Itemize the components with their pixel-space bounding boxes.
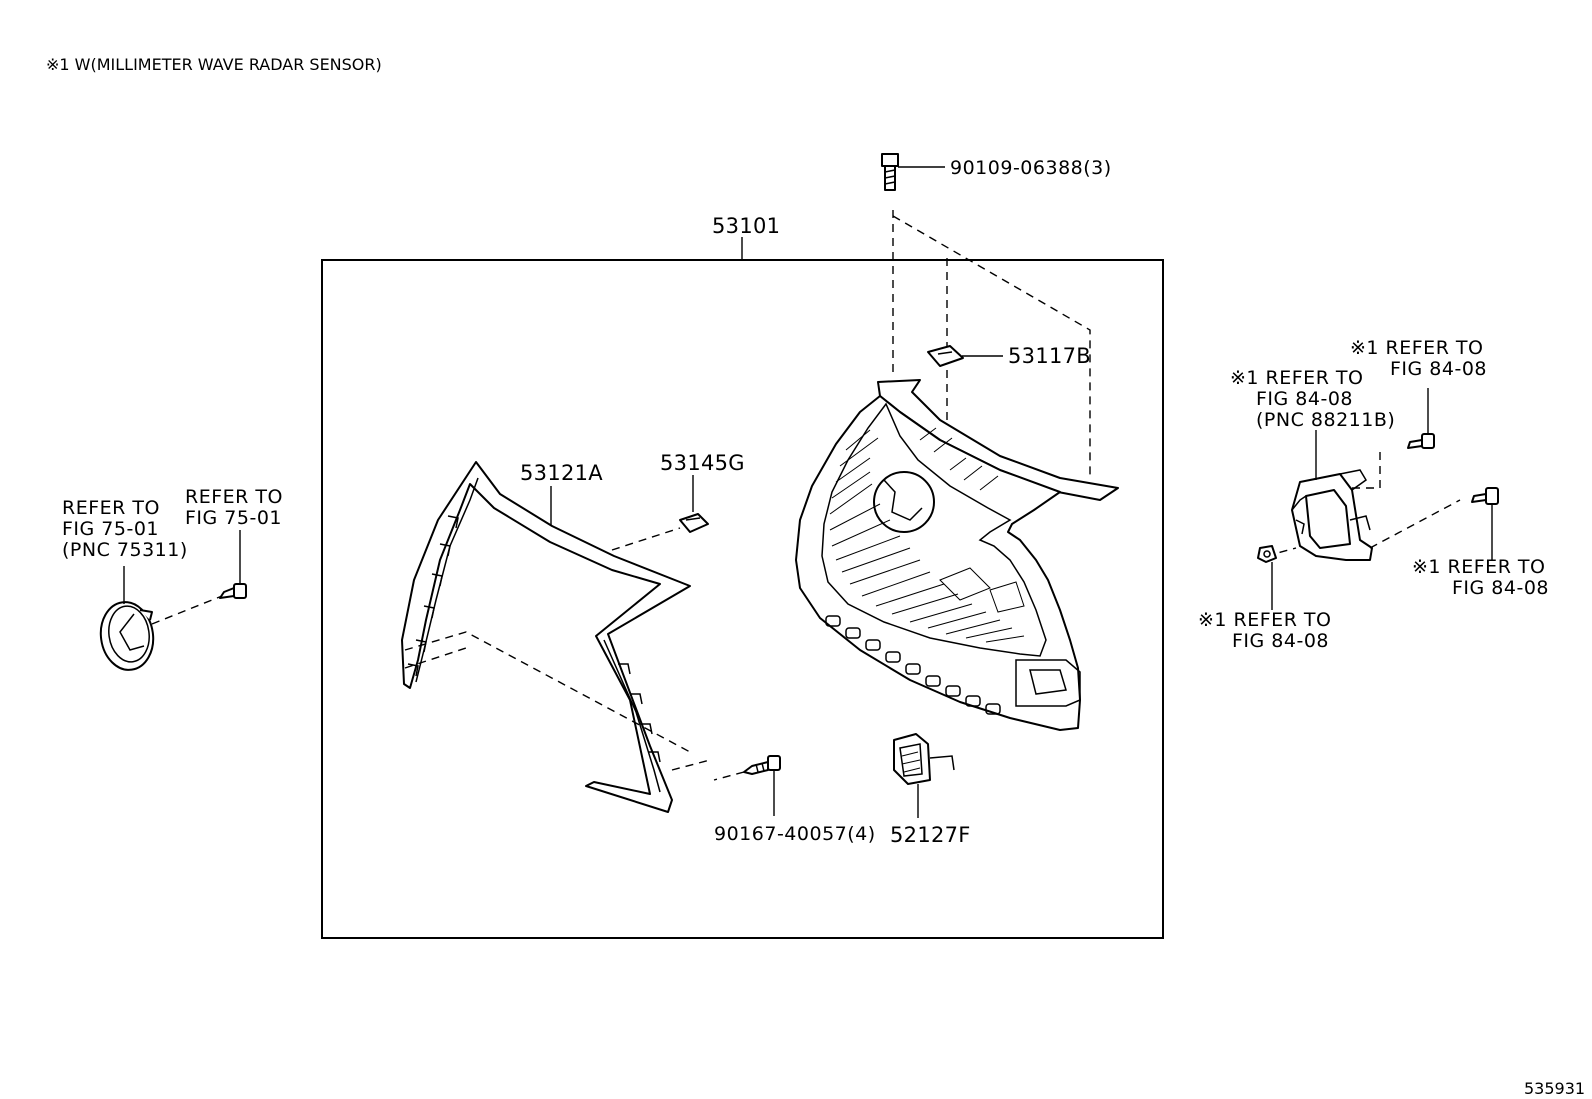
ref-radar-bolt-top-line1[interactable]: ※1 REFER TO	[1350, 337, 1484, 359]
part-label-53145g[interactable]: 53145G	[660, 451, 745, 475]
part-label-53121a[interactable]: 53121A	[520, 461, 603, 485]
ref-radar-nut-left-line2[interactable]: FIG 84-08	[1232, 630, 1329, 652]
ref-emblem-screw-line2[interactable]: FIG 75-01	[185, 507, 282, 529]
grille-frame-53121a-icon[interactable]	[401, 461, 691, 813]
emblem-icon[interactable]	[97, 599, 158, 674]
ref-radar-bolt-right-line2[interactable]: FIG 84-08	[1452, 577, 1549, 599]
grille-body-icon[interactable]	[795, 379, 1119, 731]
ref-radar-bolt-top-line2[interactable]: FIG 84-08	[1390, 358, 1487, 380]
radar-bolt-top-icon[interactable]	[1407, 433, 1435, 449]
ref-radar-sensor-line3[interactable]: (PNC 88211B)	[1256, 409, 1395, 431]
figure-number: 535931	[1524, 1079, 1585, 1098]
ref-radar-sensor-line1[interactable]: ※1 REFER TO	[1230, 367, 1364, 389]
ref-radar-bolt-right-line1[interactable]: ※1 REFER TO	[1412, 556, 1546, 578]
radar-sensor-note: ※1 W(MILLIMETER WAVE RADAR SENSOR)	[46, 55, 382, 74]
part-label-53117b[interactable]: 53117B	[1008, 344, 1091, 368]
ref-emblem-line3[interactable]: (PNC 75311)	[62, 539, 188, 561]
ref-emblem-line2[interactable]: FIG 75-01	[62, 518, 159, 540]
screw-bottom-icon[interactable]	[743, 755, 781, 775]
ref-radar-nut-left-line1[interactable]: ※1 REFER TO	[1198, 609, 1332, 631]
part-label-90167-40057[interactable]: 90167-40057(4)	[714, 823, 876, 845]
ref-radar-sensor-line2[interactable]: FIG 84-08	[1256, 388, 1353, 410]
ref-emblem-screw-line1[interactable]: REFER TO	[185, 486, 283, 508]
radar-bolt-right-icon[interactable]	[1471, 487, 1499, 505]
emblem-screw-icon[interactable]	[219, 583, 247, 599]
clip-53145g-icon[interactable]	[679, 513, 709, 533]
radar-nut-left-icon[interactable]	[1257, 545, 1277, 563]
part-label-52127f[interactable]: 52127F	[890, 823, 971, 847]
ref-emblem-line1[interactable]: REFER TO	[62, 497, 160, 519]
radar-sensor-icon[interactable]	[1291, 469, 1373, 561]
assembly-label-53101[interactable]: 53101	[712, 214, 780, 238]
part-label-90109-06388[interactable]: 90109-06388(3)	[950, 157, 1112, 179]
bolt-top-icon[interactable]	[881, 153, 899, 191]
cover-52127f-icon[interactable]	[893, 733, 955, 785]
bracket-53117b-icon[interactable]	[927, 345, 964, 367]
